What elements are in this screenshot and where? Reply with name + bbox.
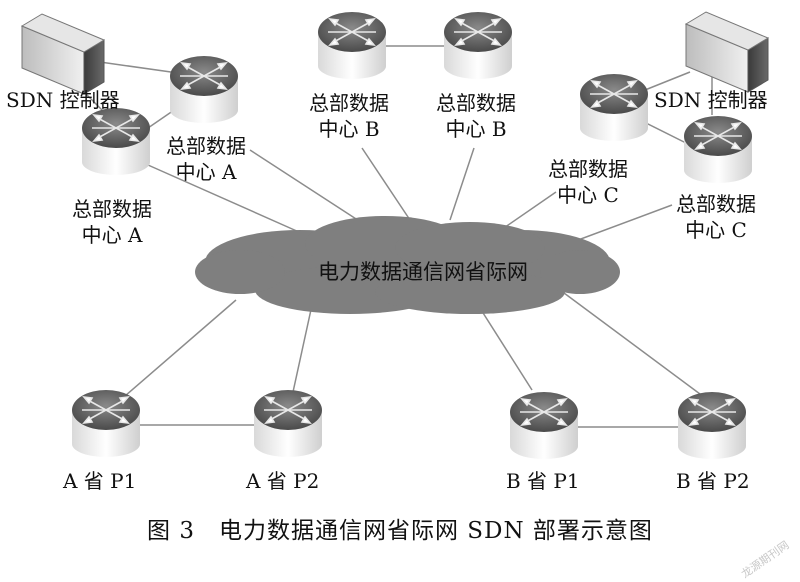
hq-c1-label-line1: 总部数据 <box>548 157 628 181</box>
sdn-controller-a-label: SDN 控制器 <box>6 88 120 112</box>
link-router-a1-cloud <box>249 149 371 229</box>
hq-c2-label: 总部数据 中心 C <box>676 191 756 243</box>
link-cloud-b-p1 <box>477 304 533 391</box>
link-router-c1-router-c2 <box>639 119 691 146</box>
link-cloud-a-p1 <box>124 299 237 397</box>
hq-a2-label: 总部数据 中心 A <box>72 196 152 248</box>
backbone-network-cloud <box>195 216 620 314</box>
sdn-deployment-diagram <box>21 11 769 460</box>
sdn-controller-c-label: SDN 控制器 <box>654 88 768 112</box>
hq-b1-label-line2: 中心 B <box>318 117 380 141</box>
a-p2-label: A 省 P2 <box>246 469 320 493</box>
router-a-p1-icon <box>71 389 141 458</box>
router-hq-b1-icon <box>317 11 387 80</box>
hq-b1-label-line1: 总部数据 <box>309 91 389 115</box>
link-cloud-b-p2 <box>559 289 701 395</box>
sdn-controller-a-server-icon <box>21 13 105 95</box>
router-hq-b2-icon <box>443 11 513 80</box>
router-hq-c2-icon <box>683 115 753 184</box>
router-hq-c1-icon <box>579 73 649 142</box>
router-hq-a2-icon <box>81 107 151 176</box>
figure-caption: 图 3 电力数据通信网省际网 SDN 部署示意图 <box>147 518 653 544</box>
hq-c1-label: 总部数据 中心 C <box>548 156 628 208</box>
hq-c2-label-line1: 总部数据 <box>676 192 756 216</box>
link-router-b2-cloud <box>449 147 475 221</box>
hq-a2-label-line2: 中心 A <box>81 223 143 247</box>
b-p2-label: B 省 P2 <box>676 469 750 493</box>
router-b-p2-icon <box>677 391 747 460</box>
link-controller-a-router-a1 <box>99 61 179 74</box>
hq-c2-label-line2: 中心 C <box>685 218 747 242</box>
link-router-c1-cloud <box>497 191 557 233</box>
hq-b2-label: 总部数据 中心 B <box>436 90 516 142</box>
router-hq-a1-icon <box>169 55 239 124</box>
sdn-controller-c-server-icon <box>685 11 769 93</box>
hq-a1-label: 总部数据 中心 A <box>166 133 246 185</box>
hq-b2-label-line2: 中心 B <box>445 117 507 141</box>
link-router-b1-cloud <box>361 147 411 221</box>
hq-b2-label-line1: 总部数据 <box>436 91 516 115</box>
router-b-p1-icon <box>509 391 579 460</box>
link-router-a2-cloud <box>147 164 309 237</box>
link-controller-c-router-c1 <box>639 71 691 93</box>
hq-b1-label: 总部数据 中心 B <box>309 90 389 142</box>
hq-c1-label-line2: 中心 C <box>557 183 619 207</box>
router-a-p2-icon <box>253 389 323 458</box>
hq-a1-label-line2: 中心 A <box>175 160 237 184</box>
hq-a2-label-line1: 总部数据 <box>72 197 152 221</box>
b-p1-label: B 省 P1 <box>506 469 580 493</box>
cloud-label: 电力数据通信网省际网 <box>318 260 528 284</box>
hq-a1-label-line1: 总部数据 <box>166 134 246 158</box>
link-cloud-a-p2 <box>292 304 313 393</box>
a-p1-label: A 省 P1 <box>63 469 137 493</box>
